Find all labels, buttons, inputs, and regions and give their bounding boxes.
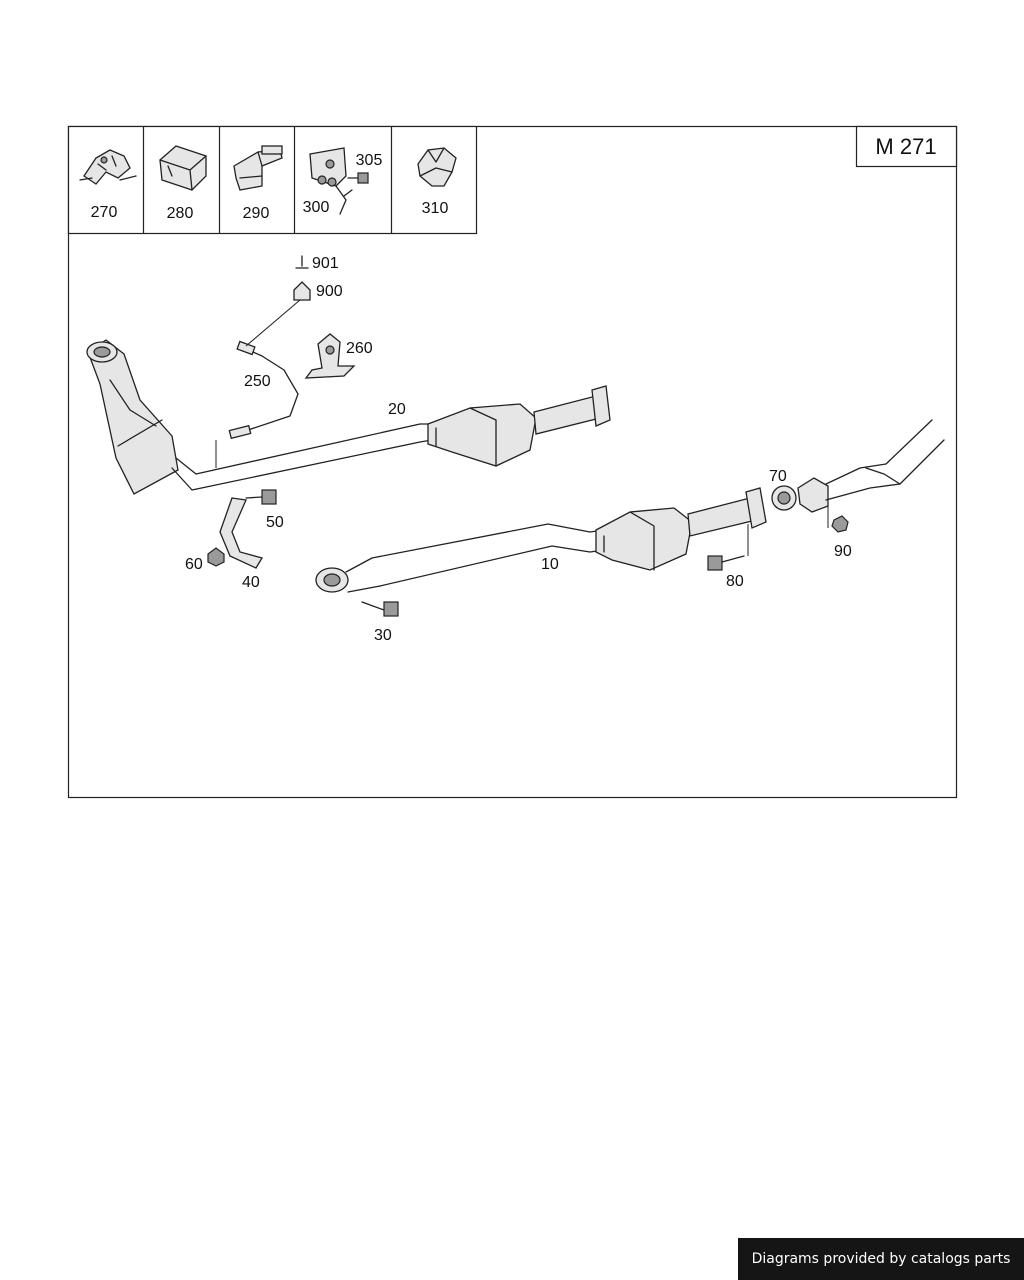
rear-connection-pipe: [797, 419, 945, 513]
pipe-clip-icon: [417, 147, 457, 187]
callout-250: 250: [244, 373, 271, 390]
part-260-bracket[interactable]: [304, 333, 356, 379]
thumbnail-label: 280: [167, 205, 194, 222]
callout-901: 901: [312, 255, 339, 272]
footer-text: Diagrams provided by catalogs parts: [751, 1251, 1011, 1267]
part-80-bolt[interactable]: [707, 524, 749, 571]
thumbnail-label: 305: [356, 152, 383, 169]
callout-260: 260: [346, 340, 373, 357]
part-900-connector[interactable]: [293, 281, 311, 301]
thumbnail-strip: 270 280 290: [67, 125, 478, 235]
heat-shield-icon: [159, 145, 207, 191]
callout-labels: 901 900 260 250 20 50 60 40 10 30 70 80 …: [185, 255, 852, 644]
callout-60: 60: [185, 556, 203, 573]
thumbnail-310[interactable]: 310: [417, 147, 457, 217]
callout-900: 900: [316, 283, 343, 300]
footer-credit: Diagrams provided by catalogs parts: [738, 1238, 1024, 1280]
thumbnail-label: 310: [422, 200, 449, 217]
thumbnail-280[interactable]: 280: [159, 145, 207, 222]
callout-50: 50: [266, 514, 284, 531]
thumbnail-label: 300: [303, 199, 330, 216]
thumbnail-label: 270: [91, 204, 118, 221]
part-70-gasket-ring[interactable]: [771, 485, 797, 511]
clamp-clip-icon: [79, 149, 137, 185]
part-20-front-pipe[interactable]: [86, 339, 611, 495]
thumbnail-label: 290: [243, 205, 270, 222]
part-250-oxygen-sensor[interactable]: [215, 299, 301, 468]
callout-90: 90: [834, 543, 852, 560]
part-10-rear-pipe[interactable]: [315, 487, 767, 593]
part-901-connector-pin[interactable]: [295, 255, 309, 269]
callout-80: 80: [726, 573, 744, 590]
thumbnail-300-305[interactable]: 300 305: [303, 147, 383, 216]
engine-code: M 271: [875, 134, 936, 159]
part-90-nut[interactable]: [827, 506, 849, 533]
engine-code-box: M 271: [855, 125, 958, 168]
callout-40: 40: [242, 574, 260, 591]
thumbnail-270[interactable]: 270: [79, 149, 137, 221]
thumbnail-290[interactable]: 290: [233, 145, 283, 222]
part-50-bolt[interactable]: [245, 489, 277, 505]
part-60-nut[interactable]: [207, 547, 225, 567]
bolt-icon: [347, 172, 369, 184]
callout-10: 10: [541, 556, 559, 573]
callout-20: 20: [388, 401, 406, 418]
hanger-bracket-icon: [309, 147, 353, 215]
callout-70: 70: [769, 468, 787, 485]
callout-30: 30: [374, 627, 392, 644]
diagram-frame: [67, 125, 958, 799]
part-40-clamp[interactable]: [219, 497, 263, 569]
part-30-bolt[interactable]: [361, 601, 399, 617]
bracket-icon: [233, 145, 283, 191]
